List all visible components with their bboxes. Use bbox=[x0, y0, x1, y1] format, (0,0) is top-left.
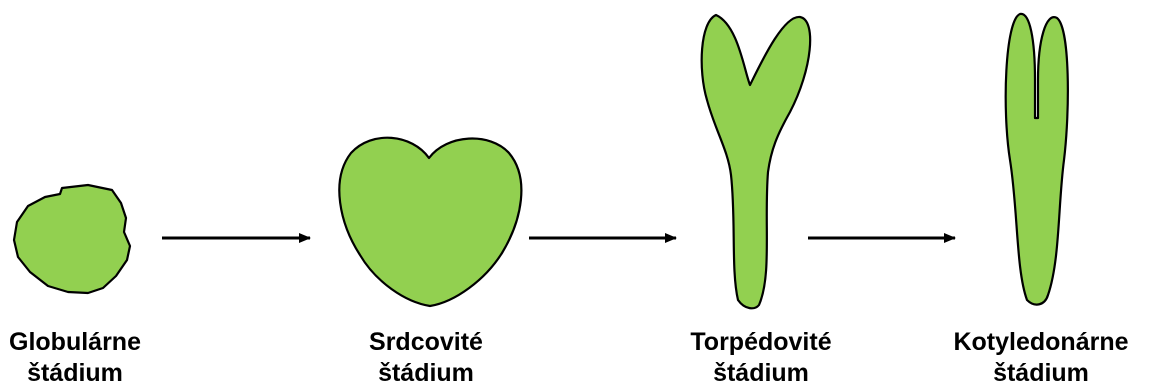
label-globular-stage: Globulárne štádium bbox=[0, 327, 195, 389]
heart-embryo-shape bbox=[339, 138, 521, 306]
label-cotyledonary-line2: štádium bbox=[921, 358, 1150, 389]
label-heart-line1: Srdcovité bbox=[306, 327, 546, 358]
label-heart-line2: štádium bbox=[306, 358, 546, 389]
label-heart-stage: Srdcovité štádium bbox=[306, 327, 546, 389]
label-cotyledonary-line1: Kotyledonárne bbox=[921, 327, 1150, 358]
torpedo-embryo-shape bbox=[702, 15, 810, 308]
label-globular-line1: Globulárne bbox=[0, 327, 195, 358]
label-torpedo-line1: Torpédovité bbox=[641, 327, 881, 358]
label-cotyledonary-stage: Kotyledonárne štádium bbox=[921, 327, 1150, 389]
label-torpedo-stage: Torpédovité štádium bbox=[641, 327, 881, 389]
label-torpedo-line2: štádium bbox=[641, 358, 881, 389]
globular-embryo-shape bbox=[14, 185, 130, 293]
cotyledonary-embryo-shape bbox=[1006, 14, 1068, 305]
label-globular-line2: štádium bbox=[0, 358, 195, 389]
